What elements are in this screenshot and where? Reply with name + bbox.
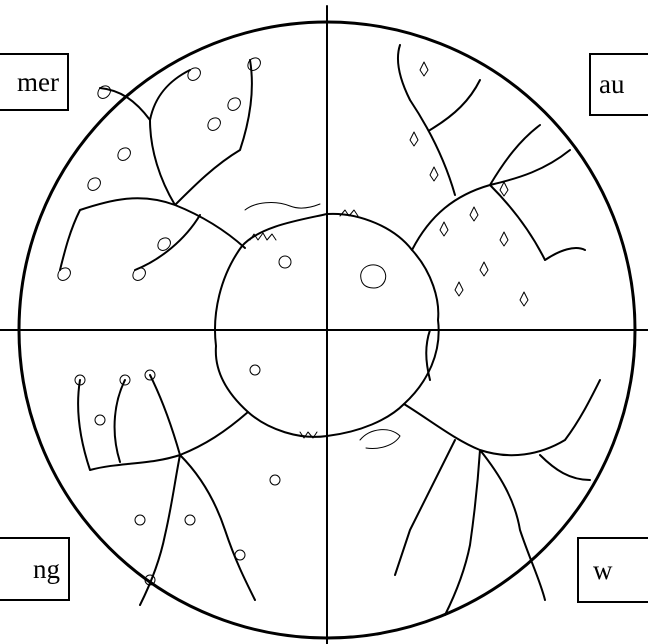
spring-tree — [75, 365, 280, 605]
trunk-texture — [250, 210, 358, 438]
autumn-tree — [361, 45, 585, 306]
winter-tree — [360, 330, 600, 615]
summer-label: mer — [0, 53, 69, 111]
autumn-label: au — [589, 53, 648, 116]
winter-label: w — [577, 537, 648, 603]
summer-tree — [58, 58, 320, 281]
spring-label: ng — [0, 537, 70, 601]
